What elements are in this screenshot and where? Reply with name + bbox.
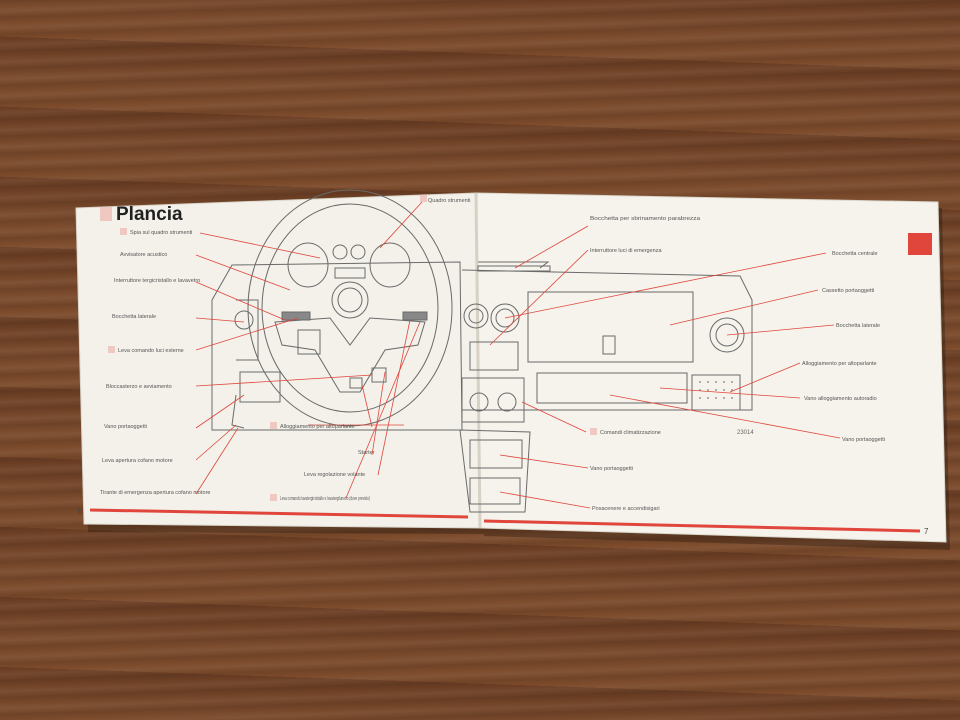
callout-center-4: Leva regolazione volante [304,472,365,478]
callout-right-4: Cassetto portaoggetti [822,288,874,294]
section-tab [908,233,932,255]
leader-lines [195,201,841,509]
callout-left-5: Leva comando luci esterne [118,348,184,354]
callout-left-1: Spia sul quadro strumenti [130,230,192,236]
callout-center-1: Quadro strumenti [428,198,471,204]
callout-right-11: Posacenere e accendisigari [592,506,660,512]
title-marker [100,207,112,221]
callout-right-6: Alloggiamento per altoparlante [802,361,877,367]
figure-code: 23014 [737,430,754,436]
steering-wheel [247,189,453,427]
horn-badge [331,281,369,319]
callout-left-7: Vano portaoggetti [104,424,147,430]
callout-left-3: Interruttore tergicristallo e lavavetro [114,278,200,284]
right-bottom-rule [483,519,921,533]
right-callouts: Bocchetta per sbrinamento parabrezza Int… [590,216,885,512]
callout-center-2: Alloggiamento per altoparlante [280,424,355,430]
page-title: Plancia [116,204,183,225]
callout-right-9: Comandi climatizzazione [600,430,661,436]
callout-center-5: Leva comando lavatergicristallo e lavate… [280,496,370,502]
callout-left-9: Tirante di emergenza apertura cofano mot… [100,490,210,496]
right-page [475,192,947,543]
callout-center-3: Starter [358,450,375,456]
left-page-number: 6 [78,507,83,516]
left-bottom-rule [89,508,469,519]
callout-right-5: Bocchetta laterale [836,323,880,329]
center-callouts: Quadro strumenti Alloggiamento per altop… [270,195,471,502]
callout-right-1: Bocchetta per sbrinamento parabrezza [590,216,701,222]
callout-left-6: Bloccasterzo e avviamento [106,384,172,390]
callout-right-3: Bocchetta centrale [832,251,878,257]
right-page-number: 7 [924,527,929,536]
callout-left-4: Bocchetta laterale [112,314,156,320]
left-callouts: Spia sul quadro strumenti Avvisatore acu… [100,228,210,496]
callout-left-8: Leva apertura cofano motore [102,458,173,464]
dashboard-drawing [211,189,753,513]
callout-right-7: Vano alloggiamento autoradio [804,396,877,402]
callout-right-2: Interruttore luci di emergenza [590,248,662,254]
callout-right-10: Vano portaoggetti [590,466,633,472]
callout-right-8: Vano portaoggetti [842,437,885,443]
callout-left-2: Avvisatore acustico [120,252,167,258]
